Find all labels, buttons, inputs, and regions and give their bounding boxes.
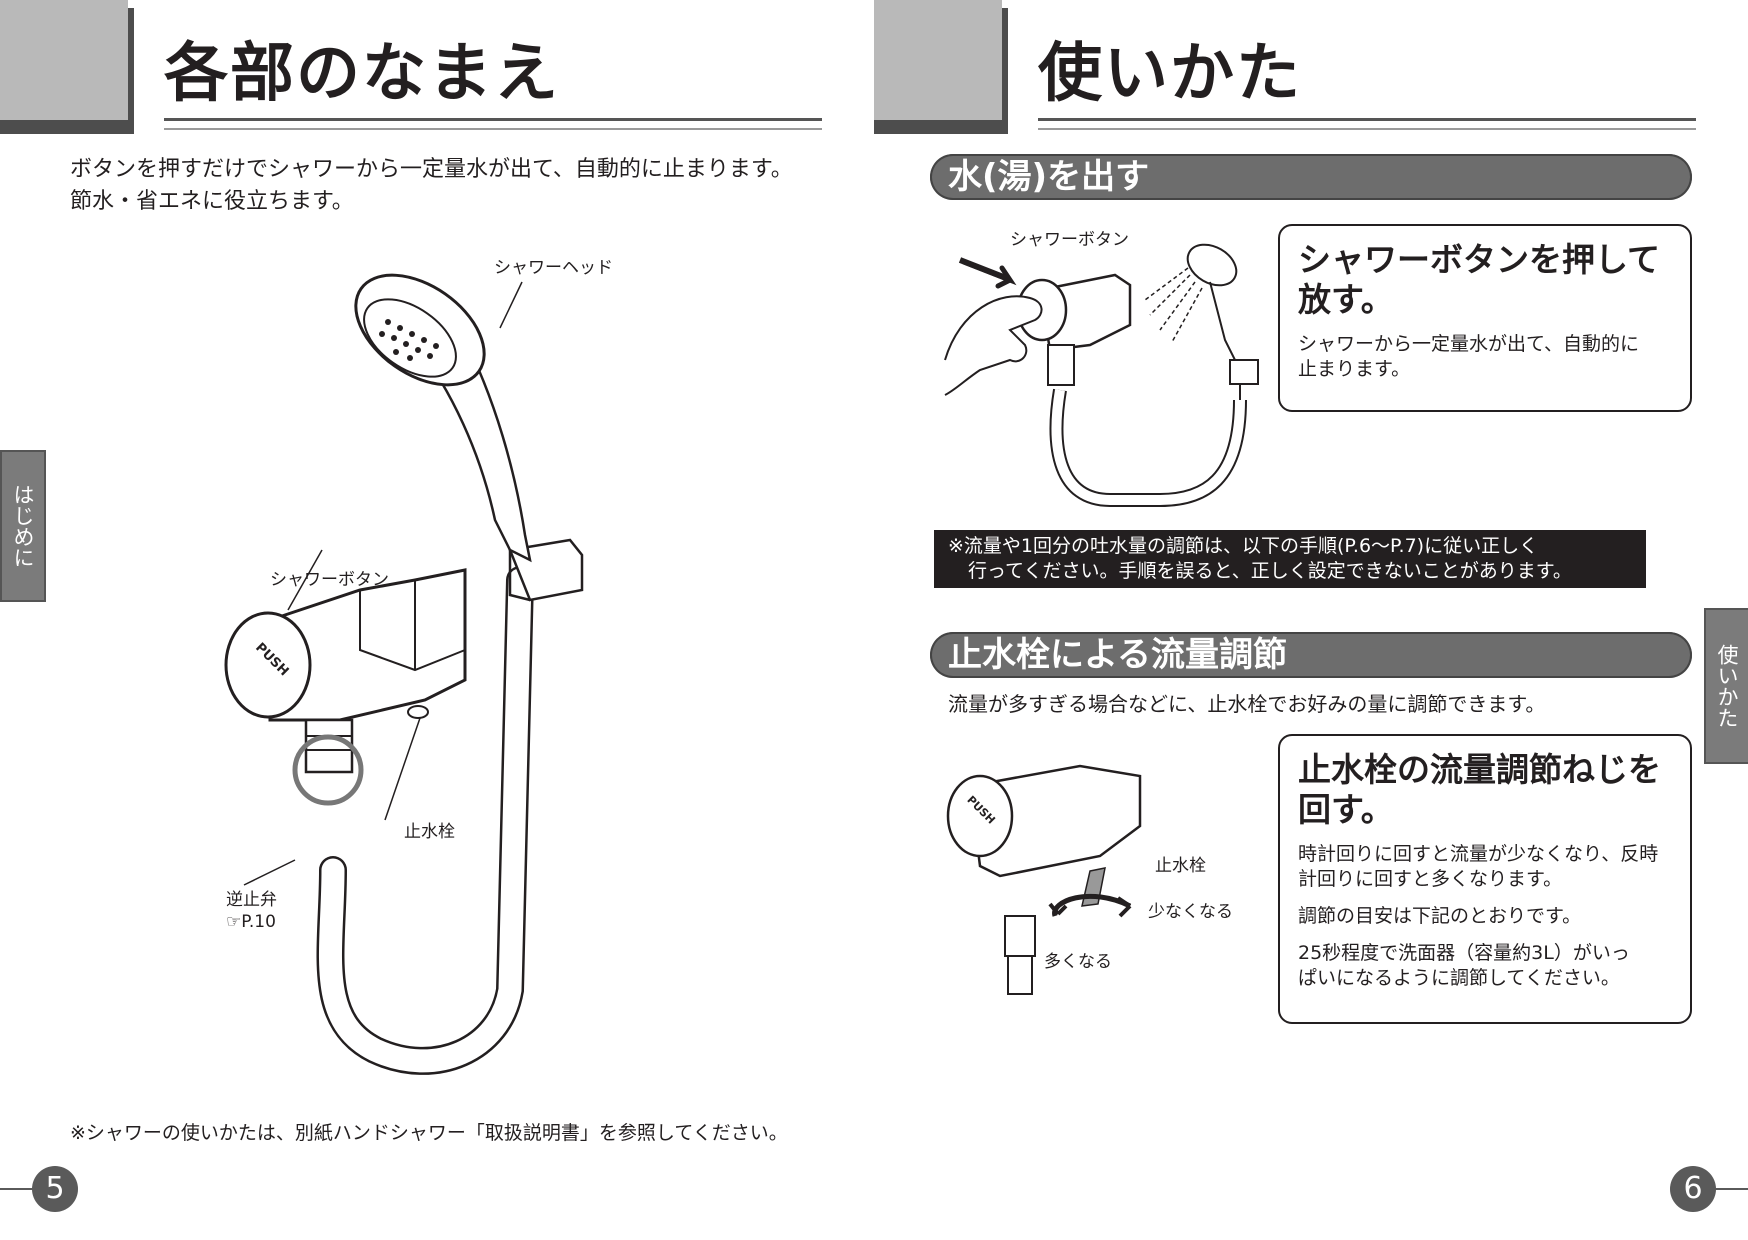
shower-head-small [1186,243,1238,287]
pointing-hand-icon: ☞ [226,912,242,932]
water-spray [1144,267,1203,343]
title-block [0,0,128,120]
label-less: 少なくなる [1148,902,1233,922]
check-valve-circle [292,734,364,806]
side-tab-right[interactable]: 使いかた [1704,608,1748,764]
adjust-screw [1081,867,1106,907]
instruction-2-p3-line1: 25秒程度で洗面器（容量約3L）がいっ [1298,942,1630,964]
push-button-small [946,774,1014,858]
section-heading-flow: 止水栓による流量調節 [930,632,1692,678]
instruction-1-title-line1: シャワーボタンを押して [1298,240,1661,279]
title-block-right [874,0,1002,120]
instruction-2-p2: 調節の目安は下記のとおりです。 [1298,905,1582,927]
title-rule-left-2 [164,128,822,130]
instruction-2-title-line2: 回す。 [1298,790,1394,829]
shower-head-nozzles [379,319,439,361]
instruction-1-title-line2: 放す。 [1298,280,1394,319]
connector [304,718,354,774]
valve-body [268,568,467,722]
page-title-left: 各部のなまえ [164,37,560,111]
title-rule-left [164,118,822,121]
caution-note-line1: ※流量や1回分の吐水量の調節は、以下の手順(P.6～P.7)に従い正しく [948,535,1539,557]
instruction-1-text-line2: 止まります。 [1298,358,1411,380]
page-number-line-left [0,1188,34,1190]
instruction-2-p3: 25秒程度で洗面器（容量約3L）がいっ ぱいになるように調節してください。 [1298,941,1672,991]
instruction-box-2: 止水栓の流量調節ねじを 回す。 時計回りに回すと流量が少なくなり、反時 計回りに… [1278,734,1692,1024]
page-title-right: 使いかた [1038,37,1302,111]
instruction-1-text: シャワーから一定量水が出て、自動的に 止まります。 [1298,332,1672,382]
label-more: 多くなる [1044,952,1112,972]
stop-valve-illustration: PUSH [946,764,1142,995]
label-shower-head: シャワーヘッド [494,258,613,278]
press-button-illustration [944,243,1259,507]
instruction-2-p3-line2: ぱいになるように調節してください。 [1298,967,1620,989]
label-shower-button: シャワーボタン [270,570,389,590]
footnote-left: ※シャワーの使いかたは、別紙ハンドシャワー「取扱説明書」を参照してください。 [70,1122,788,1144]
intro-line-2: 節水・省エネに役立ちます。 [70,189,354,214]
parts-diagram: PUSH [224,273,584,1075]
hand-icon [944,295,1043,396]
label-press-shower-button: シャワーボタン [1010,230,1129,250]
instruction-1-text-line1: シャワーから一定量水が出て、自動的に [1298,333,1640,355]
label-stop-valve-right: 止水栓 [1155,856,1206,876]
instruction-1-title: シャワーボタンを押して 放す。 [1298,240,1672,320]
side-tab-left-label: はじめに [11,484,35,568]
check-valve-ref-text: P.10 [241,912,276,932]
instruction-2-title-line1: 止水栓の流量調節ねじを [1298,750,1661,789]
stop-valve [407,705,429,719]
title-rule-right-2 [1038,128,1696,130]
intro-text-left: ボタンを押すだけでシャワーから一定量水が出て、自動的に止まります。 節水・省エネ… [70,154,793,218]
caution-note-line2: 行ってください。手順を誤ると、正しく設定できないことがあります。 [968,560,1572,582]
caution-note: ※流量や1回分の吐水量の調節は、以下の手順(P.6～P.7)に従い正しく 行って… [934,530,1646,588]
instruction-2-p1-line1: 時計回りに回すと流量が少なくなり、反時 [1298,843,1659,865]
section-heading-water-text: 水(湯)を出す [948,157,1150,197]
label-check-valve: 逆止弁 [226,890,277,910]
page-number-line-right [1714,1188,1748,1190]
side-tab-right-label: 使いかた [1715,644,1739,728]
page-number-right: 6 [1670,1166,1716,1212]
side-tab-left[interactable]: はじめに [0,450,46,602]
intro-line-1: ボタンを押すだけでシャワーから一定量水が出て、自動的に止まります。 [70,157,793,182]
instruction-2-title: 止水栓の流量調節ねじを 回す。 [1298,750,1672,830]
flow-intro: 流量が多すぎる場合などに、止水栓でお好みの量に調節できます。 [948,692,1546,716]
section-heading-flow-text: 止水栓による流量調節 [948,635,1287,675]
instruction-box-1: シャワーボタンを押して 放す。 シャワーから一定量水が出て、自動的に 止まります… [1278,224,1692,412]
push-button [224,611,312,719]
title-rule-right [1038,118,1696,121]
label-stop-valve: 止水栓 [404,822,455,842]
section-heading-water: 水(湯)を出す [930,154,1692,200]
page-number-left: 5 [32,1166,78,1212]
label-check-valve-ref[interactable]: ☞P.10 [226,912,276,932]
instruction-2-p1: 時計回りに回すと流量が少なくなり、反時 計回りに回すと多くなります。 [1298,842,1672,892]
shower-handle [417,338,532,563]
instruction-2-p1-line2: 計回りに回すと多くなります。 [1298,868,1563,890]
